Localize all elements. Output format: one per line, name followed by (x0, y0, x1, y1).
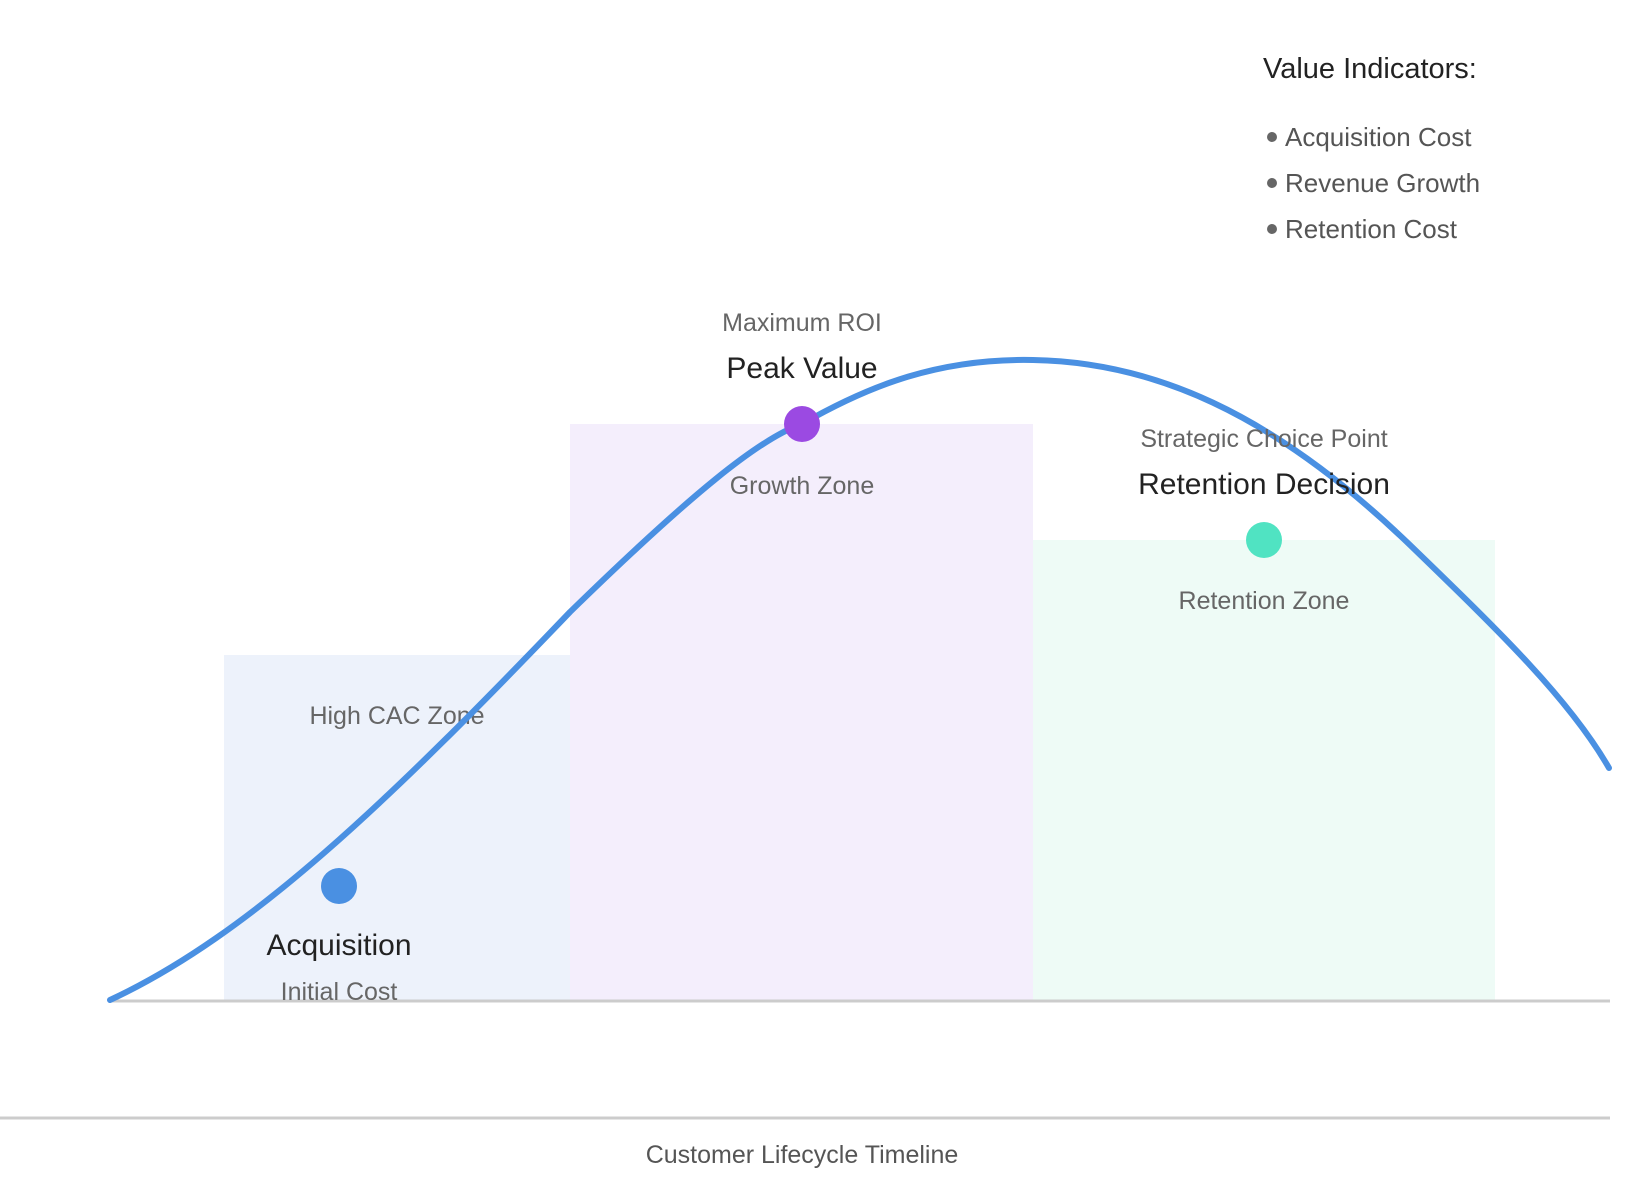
legend-item-revenue-growth: Revenue Growth (1285, 168, 1480, 198)
legend-bullet-icon (1267, 132, 1277, 142)
legend-title: Value Indicators: (1263, 53, 1477, 85)
point-sub-retention-decision: Strategic Choice Point (1140, 425, 1387, 453)
legend-bullet-icon (1267, 178, 1277, 188)
legend-item-retention-cost: Retention Cost (1285, 214, 1458, 244)
timeline-label: Customer Lifecycle Timeline (646, 1141, 959, 1169)
point-sub-peak-value: Maximum ROI (722, 309, 882, 337)
value-curve (107, 356, 1612, 1003)
zone-retention (1033, 540, 1495, 1000)
point-peak-value (784, 406, 820, 442)
legend-item-acquisition-cost: Acquisition Cost (1285, 122, 1472, 152)
legend: Value Indicators: Acquisition Cost Reven… (1263, 53, 1480, 244)
point-acquisition (321, 868, 357, 904)
zone-growth (570, 424, 1033, 1000)
zone-high-cac (224, 655, 570, 1000)
point-title-retention-decision: Retention Decision (1138, 468, 1390, 501)
point-sub-acquisition: Initial Cost (281, 978, 398, 1006)
point-title-peak-value: Peak Value (726, 352, 877, 385)
zone-label-retention: Retention Zone (1179, 587, 1350, 615)
legend-bullet-icon (1267, 224, 1277, 234)
point-title-acquisition: Acquisition (266, 929, 411, 962)
point-retention-decision (1246, 522, 1282, 558)
zone-label-growth: Growth Zone (730, 472, 875, 500)
